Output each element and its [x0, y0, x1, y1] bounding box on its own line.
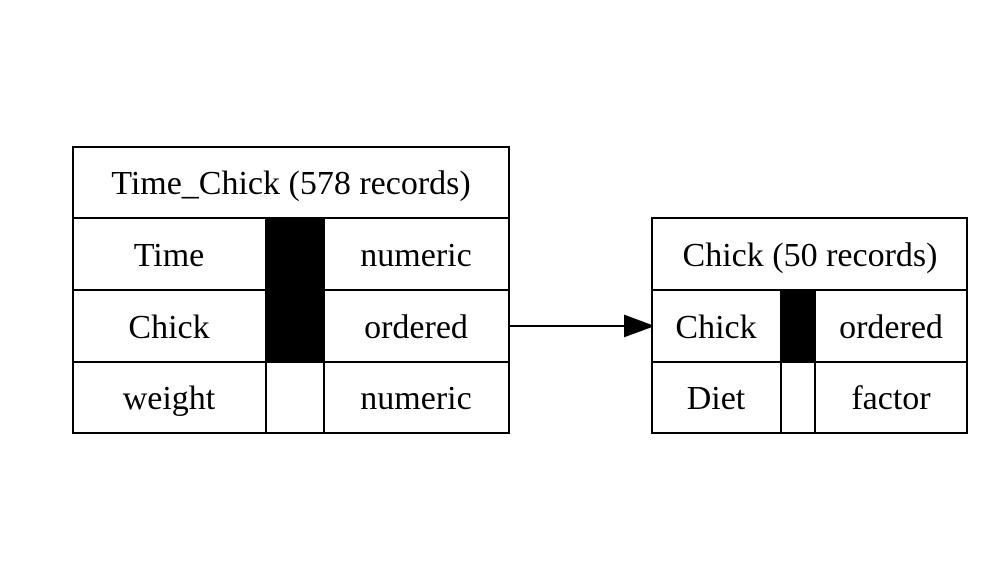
arrowhead-icon [624, 314, 655, 338]
relation-arrow [509, 314, 655, 338]
field-name-cell [72, 361, 267, 434]
field-name-cell [651, 289, 782, 363]
table-row: weight numeric [72, 361, 510, 434]
field-type: ordered [839, 309, 943, 346]
field-name-cell [72, 217, 267, 291]
table-row: Diet factor [651, 361, 968, 434]
key-marker [265, 361, 325, 434]
field-name: Chick [675, 309, 756, 346]
field-type: ordered [364, 309, 468, 346]
field-name: Chick [128, 309, 209, 346]
field-type: numeric [360, 237, 471, 274]
table-row: Time numeric [72, 217, 510, 291]
field-name: Time [134, 237, 205, 274]
field-name: weight [123, 380, 216, 417]
table-header [72, 146, 510, 219]
field-type-cell [323, 217, 510, 291]
field-type: factor [851, 380, 931, 417]
table-header [651, 217, 968, 291]
field-type-cell [323, 361, 510, 434]
field-type-cell [814, 361, 968, 434]
table-row: Chick ordered [651, 289, 968, 363]
field-type: numeric [360, 380, 471, 417]
key-marker [780, 289, 816, 363]
key-marker [265, 217, 325, 291]
field-name: Diet [687, 380, 746, 417]
key-marker [265, 289, 325, 363]
table-time-chick: Time_Chick (578 records) Time numeric Ch… [72, 146, 510, 434]
key-marker [780, 361, 816, 434]
table-title: Chick (50 records) [683, 237, 938, 274]
table-chick: Chick (50 records) Chick ordered Diet fa… [651, 217, 968, 434]
table-row: Chick ordered [72, 289, 510, 363]
field-name-cell [651, 361, 782, 434]
table-title: Time_Chick (578 records) [111, 165, 470, 202]
field-type-cell [814, 289, 968, 363]
